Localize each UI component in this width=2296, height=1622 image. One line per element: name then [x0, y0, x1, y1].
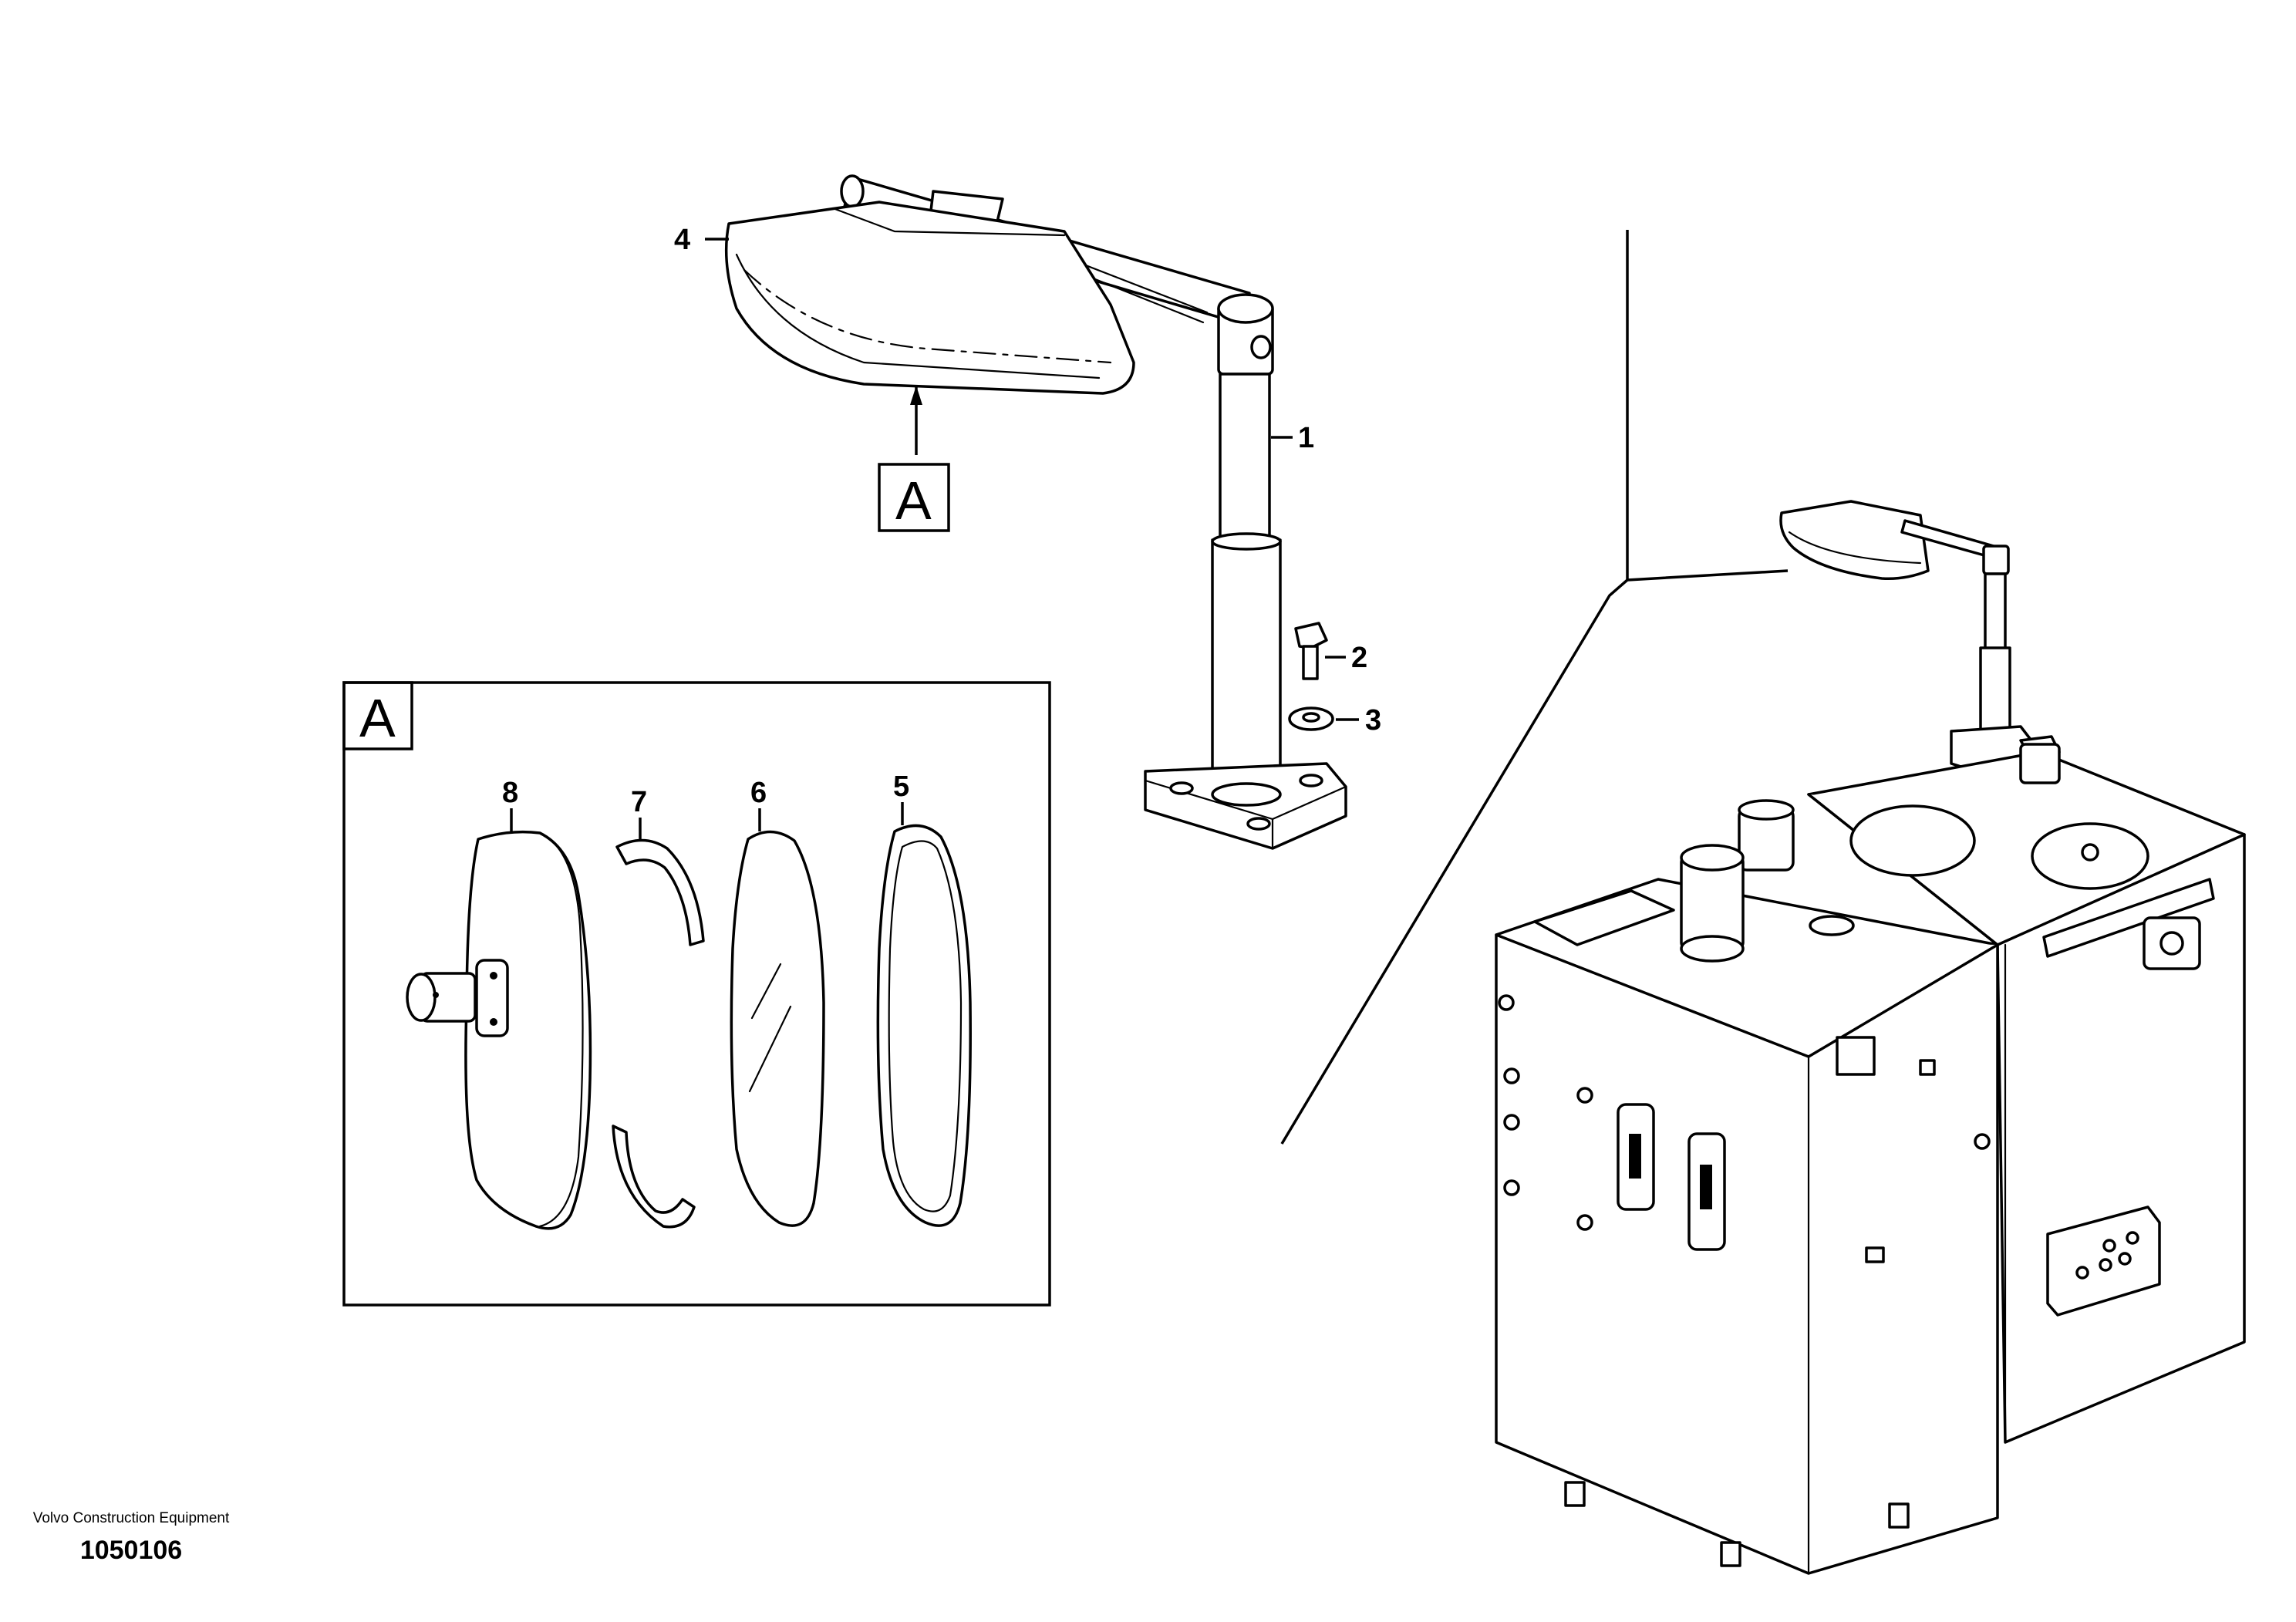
callout-8: 8 [502, 777, 518, 809]
callout-6: 6 [750, 777, 767, 809]
machine-housing [1495, 500, 2246, 1575]
callout-4: 4 [674, 224, 690, 256]
locator-lines [1280, 230, 1789, 1145]
detail-view-a: A 8 7 6 5 [342, 681, 1051, 1307]
mirror-assembly: 1 2 3 4 A [674, 174, 1381, 850]
view-arrow-label: A [895, 470, 932, 531]
callout-1: 1 [1298, 422, 1314, 454]
detail-view-label: A [359, 688, 396, 748]
callout-2: 2 [1351, 642, 1367, 674]
callout-5: 5 [893, 771, 909, 803]
company-name: Volvo Construction Equipment [32, 1510, 230, 1526]
footer: Volvo Construction Equipment 1050106 [31, 1509, 231, 1566]
drawing-number: 1050106 [79, 1536, 183, 1565]
callout-3: 3 [1365, 704, 1381, 737]
callout-7: 7 [631, 786, 647, 818]
